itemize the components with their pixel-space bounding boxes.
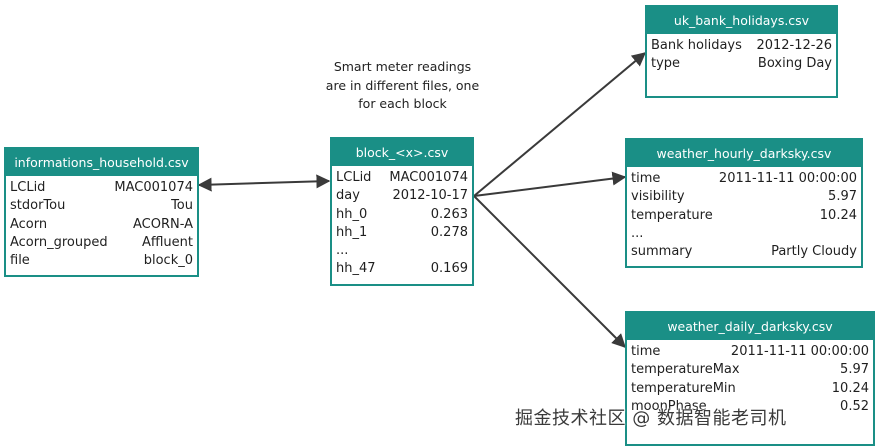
table-title: informations_household.csv [6, 149, 197, 176]
field-name: time [631, 171, 661, 186]
field-name: Bank holidays [651, 38, 742, 53]
table-household: informations_household.csv LCLid MAC00107… [4, 147, 199, 277]
field-value: Boxing Day [757, 56, 832, 72]
field-name: moonPhase [631, 398, 707, 414]
field-value: 2012-10-17 [392, 188, 468, 204]
field-value: 5.97 [840, 362, 869, 378]
table-row: day 2012-10-17 [336, 187, 468, 205]
table-weather-daily: weather_daily_darksky.csv time 2011-11-11… [625, 311, 875, 446]
field-name: Acorn [10, 216, 48, 232]
table-row: moonPhase 0.52 [631, 398, 869, 416]
table-row: hh_0 0.263 [336, 206, 468, 224]
arrow-household-block [197, 174, 331, 192]
table-row: LCLid MAC001074 [336, 169, 468, 187]
arrow-block-daily [473, 195, 626, 348]
note-line: Smart meter readings [333, 59, 472, 74]
table-row: time 2011-11-11 00:00:00 [631, 343, 869, 361]
table-title: weather_hourly_darksky.csv [627, 140, 861, 167]
field-value: 2012-12-26 [756, 38, 832, 53]
table-row: temperature 10.24 [631, 207, 857, 225]
table-row: summary Partly Cloudy [631, 243, 857, 261]
table-row: hh_47 0.169 [336, 260, 468, 278]
field-value: Partly Cloudy [771, 244, 857, 260]
field-name: temperatureMax [631, 362, 740, 378]
table-row: temperatureMin 10.24 [631, 380, 869, 398]
field-name: day [336, 188, 360, 204]
table-row: hh_1 0.278 [336, 224, 468, 242]
field-name: hh_47 [336, 261, 376, 277]
table-row: ... [631, 225, 857, 243]
table-weather-hourly: weather_hourly_darksky.csv time 2011-11-1… [625, 138, 863, 268]
table-title: block_<x>.csv [332, 139, 472, 166]
field-name: stdorTou [10, 198, 66, 214]
field-value: MAC001074 [114, 180, 193, 195]
table-row: temperatureMax 5.97 [631, 361, 869, 379]
field-name: LCLid [10, 180, 46, 195]
field-name: temperature [631, 207, 713, 223]
table-row: Bank holidays 2012-12-26 [651, 37, 832, 55]
table-row: time 2011-11-11 00:00:00 [631, 170, 857, 188]
field-value: 10.24 [819, 207, 857, 223]
table-holidays: uk_bank_holidays.csv Bank holidays 2012-1… [645, 5, 838, 98]
field-value: 0.278 [430, 224, 468, 240]
table-block: block_<x>.csv LCLid MAC001074 day 2012-10-… [330, 137, 474, 286]
annotation-note: Smart meter readings are in different fi… [310, 58, 495, 114]
field-value: 5.97 [828, 189, 857, 205]
table-row: LCLid MAC001074 [10, 179, 193, 197]
table-row: visibility 5.97 [631, 188, 857, 206]
watermark: 掘金技术社区 @ 数据智能老司机 [515, 408, 787, 429]
table-title: uk_bank_holidays.csv [647, 7, 836, 34]
table-row: Acorn_grouped Affluent [10, 234, 193, 252]
table-row: ... [336, 242, 468, 260]
field-name: hh_0 [336, 206, 368, 222]
note-line: for each block [358, 96, 447, 111]
field-name: LCLid [336, 170, 372, 185]
field-value: block_0 [143, 253, 193, 269]
field-value: 2011-11-11 00:00:00 [730, 344, 869, 359]
table-row: type Boxing Day [651, 55, 832, 73]
field-name: ... [336, 243, 349, 259]
field-value: 2011-11-11 00:00:00 [718, 171, 857, 186]
field-value: Tou [171, 198, 193, 214]
field-value: Affluent [141, 234, 193, 250]
table-row: Acorn ACORN-A [10, 216, 193, 234]
field-name: temperatureMin [631, 380, 736, 396]
field-name: time [631, 344, 661, 359]
table-row: file block_0 [10, 252, 193, 270]
arrow-block-holidays [473, 52, 647, 197]
field-value: 0.263 [430, 206, 468, 222]
table-row: stdorTou Tou [10, 197, 193, 215]
field-value: MAC001074 [389, 170, 468, 185]
field-value: 0.52 [840, 398, 869, 414]
field-name: file [10, 253, 30, 269]
field-name: summary [631, 244, 693, 260]
field-name: ... [631, 225, 644, 241]
field-value: 0.169 [430, 261, 468, 277]
field-name: type [651, 56, 681, 72]
field-value: ACORN-A [132, 216, 193, 232]
table-title: weather_daily_darksky.csv [627, 313, 873, 340]
arrow-block-hourly [473, 171, 627, 197]
note-line: are in different files, one [325, 77, 480, 93]
field-name: hh_1 [336, 224, 368, 240]
field-name: visibility [631, 189, 685, 205]
field-name: Acorn_grouped [10, 234, 108, 250]
field-value: 10.24 [831, 380, 869, 396]
